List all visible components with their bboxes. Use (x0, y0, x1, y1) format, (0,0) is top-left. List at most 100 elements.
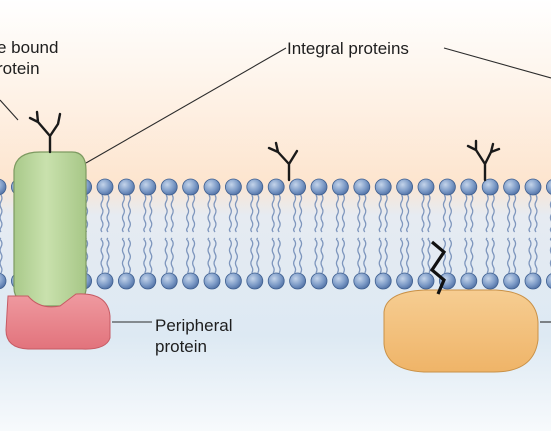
lipid-tail (256, 237, 260, 274)
lipid-head (417, 178, 435, 196)
carbohydrate-branch-icon (466, 139, 501, 182)
lipid-tail (299, 194, 303, 233)
lipid-head (460, 178, 478, 196)
leader-line-integral-right (443, 47, 551, 79)
lipid-tail (277, 194, 281, 233)
lipid-tail (149, 237, 153, 274)
lipid-tail (170, 237, 174, 274)
lipid-head (524, 178, 542, 196)
lipid-head (118, 178, 135, 196)
lipid-tail (320, 237, 324, 274)
lipid-tail (534, 194, 538, 233)
integral-protein-left (13, 151, 87, 307)
lipid-tail (250, 194, 254, 233)
lipid-head (396, 272, 414, 290)
lipid-tail (149, 194, 153, 233)
lipid-bound-label-line2: rotein (0, 59, 40, 78)
lipid-tail (207, 194, 211, 233)
lipid-tail (357, 237, 361, 274)
lipid-tail (464, 237, 468, 274)
lipid-head (224, 272, 242, 290)
lipid-tail (363, 237, 367, 274)
lipid-anchor-zigzag-icon (429, 240, 447, 295)
lipid-tail (293, 237, 297, 274)
lipid-tail (464, 194, 468, 233)
lipid-tail (256, 194, 260, 233)
lipid-head (0, 272, 7, 290)
lipid-tail (507, 237, 511, 274)
lipid-head (203, 178, 221, 196)
lipid-tail (143, 237, 147, 274)
leader-line-lipid-bound (0, 99, 19, 121)
lipid-tail (485, 194, 489, 233)
lipid-head (331, 272, 349, 290)
lipid-tail (341, 194, 345, 233)
lipid-head (139, 272, 157, 290)
lipid-head (438, 178, 456, 196)
lipid-head (353, 178, 371, 196)
lipid-tail (513, 237, 517, 274)
lipid-head (139, 178, 157, 196)
peripheral-label-line1: Peripheral (155, 316, 233, 335)
lipid-tail (234, 237, 238, 274)
lipid-tail (186, 237, 190, 274)
lipid-head (96, 272, 114, 290)
lipid-head (246, 272, 264, 290)
lipid-bound-label-line1: e bound (0, 38, 59, 57)
lipid-tail (384, 194, 388, 233)
lipid-tail (406, 237, 410, 274)
lipid-tail (106, 237, 110, 274)
lipid-tail (234, 194, 238, 233)
lipid-tail (357, 194, 361, 233)
lipid-bound-protein-label: e bound rotein (0, 37, 58, 79)
lipid-tail (507, 194, 511, 233)
lipid-tail (378, 237, 382, 274)
lipid-tail (186, 194, 190, 233)
lipid-tail (271, 237, 275, 274)
lipid-head (182, 178, 200, 196)
lipid-tail (213, 194, 217, 233)
lipid-tail (534, 237, 538, 274)
lipid-tail (127, 237, 131, 274)
carbohydrate-branch-icon (28, 110, 62, 154)
lipid-tail (528, 194, 532, 233)
lipid-tail (170, 194, 174, 233)
lipid-head (289, 178, 307, 196)
lipid-head (546, 273, 551, 289)
lipid-tail (314, 237, 318, 274)
lipid-tail (207, 237, 211, 274)
lipid-tail (400, 237, 404, 274)
lipid-tail (427, 194, 431, 233)
peripheral-label-line2: protein (155, 337, 207, 356)
lipid-tail (470, 194, 474, 233)
lipid-tail (448, 194, 452, 233)
lipid-tail (121, 237, 125, 274)
lipid-head (503, 272, 521, 290)
integral-proteins-label: Integral proteins (287, 39, 409, 58)
lipid-head (96, 178, 114, 196)
lipid-head (481, 272, 499, 290)
lipid-tail (192, 237, 196, 274)
lipid-head (331, 178, 349, 196)
lipid-tail (448, 237, 452, 274)
peripheral-protein-left (5, 293, 111, 350)
lipid-head (160, 178, 178, 196)
lipid-tail (106, 194, 110, 233)
lipid-tail (378, 194, 382, 233)
lipid-head (0, 178, 7, 196)
lipid-head (310, 272, 328, 290)
carbohydrate-branch-icon (267, 141, 299, 182)
lipid-tail (363, 194, 367, 233)
lipid-tail (314, 194, 318, 233)
lipid-head (524, 272, 542, 290)
lipid-head (460, 272, 478, 290)
lipid-tail (400, 194, 404, 233)
lipid-tail (0, 194, 3, 233)
lipid-tail (250, 237, 254, 274)
lipid-head (267, 272, 285, 290)
lipid-tail (100, 237, 104, 274)
lipid-head (310, 178, 328, 196)
lipid-tail (164, 194, 168, 233)
lipid-tail (0, 237, 3, 274)
